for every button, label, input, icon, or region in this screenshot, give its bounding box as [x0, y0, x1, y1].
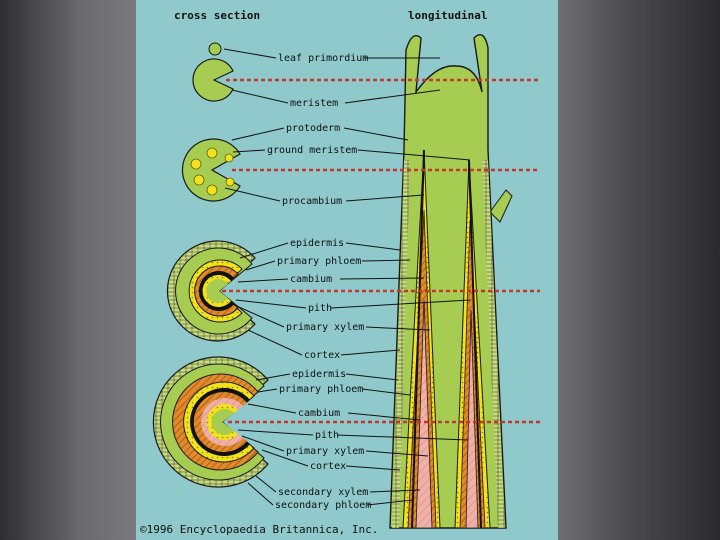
label-cambium-1: cambium	[290, 274, 332, 285]
label-epidermis-1: epidermis	[290, 238, 344, 249]
label-primary-xylem-1: primary xylem	[286, 322, 364, 333]
longitudinal-stem	[389, 34, 513, 529]
left-backdrop	[0, 0, 136, 540]
label-secondary-xylem: secondary xylem	[278, 487, 368, 498]
label-protoderm: protoderm	[286, 123, 340, 134]
label-ground-meristem: ground meristem	[267, 145, 357, 156]
primary-growth-section	[166, 240, 256, 342]
header-cross-section: cross section	[174, 9, 260, 22]
right-backdrop	[558, 0, 720, 540]
label-procambium: procambium	[282, 196, 342, 207]
label-primary-xylem-2: primary xylem	[286, 446, 364, 457]
label-meristem: meristem	[290, 98, 338, 109]
label-primary-phloem-1: primary phloem	[277, 256, 361, 267]
label-leaf-primordium: leaf primordium	[278, 53, 368, 64]
label-pith-1: pith	[308, 303, 332, 314]
label-epidermis-2: epidermis	[292, 369, 346, 380]
secondary-growth-section	[152, 356, 269, 488]
label-secondary-phloem: secondary phloem	[275, 500, 371, 511]
label-pith-2: pith	[315, 430, 339, 441]
meristem-section	[192, 58, 234, 102]
leaf-primordium-section	[208, 42, 222, 56]
header-longitudinal: longitudinal	[408, 9, 487, 22]
label-cortex-1: cortex	[304, 350, 340, 361]
leader-lines	[223, 48, 471, 506]
label-cambium-2: cambium	[298, 408, 340, 419]
section-lines	[222, 78, 540, 424]
label-cortex-2: cortex	[310, 461, 346, 472]
ground-meristem-section	[181, 138, 241, 202]
label-primary-phloem-2: primary phloem	[279, 384, 363, 395]
copyright-text: ©1996 Encyclopaedia Britannica, Inc.	[140, 523, 378, 536]
